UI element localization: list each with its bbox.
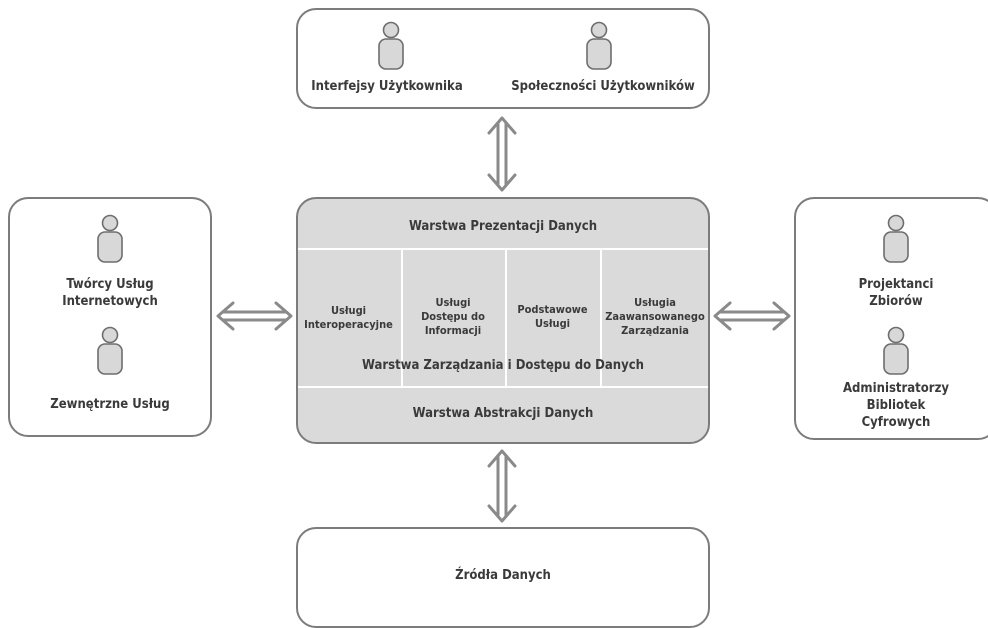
- person-icon-service-creators: [97, 214, 123, 263]
- divider-presentation: [298, 248, 708, 250]
- presentation-layer-label: Warstwa Prezentacji Danych: [408, 219, 598, 234]
- divider-abstraction: [298, 386, 708, 388]
- person-icon-library-administrators: [883, 326, 909, 375]
- management-layer-label: Warstwa Zarządzania i Dostępu do Danych: [362, 358, 644, 373]
- service-advanced-management-label: Usługia Zaawansowanego Zarządzania: [605, 296, 705, 337]
- person-icon-external-services: [97, 326, 123, 375]
- actor-label-collection-designers: Projektanci Zbiorów: [858, 277, 934, 309]
- person-icon-collection-designers: [883, 214, 909, 263]
- divider-col-1: [401, 250, 403, 386]
- service-interoperability-label: Usługi Interoperacyjne: [304, 304, 393, 331]
- abstraction-layer-label: Warstwa Abstrakcji Danych: [412, 406, 594, 421]
- actor-label-user-interfaces: Interfejsy Użytkownika: [311, 79, 463, 94]
- arrow-center-right: [713, 301, 791, 331]
- arrow-center-bottom: [487, 449, 517, 523]
- service-information-access-label: Usługi Dostępu do Informacji: [421, 296, 485, 337]
- center-box-layers: [296, 197, 710, 444]
- person-icon-user-interfaces: [378, 21, 404, 70]
- divider-col-3: [600, 250, 602, 386]
- person-icon-user-communities: [586, 21, 612, 70]
- actor-label-external-services: Zewnętrzne Usług: [50, 397, 170, 412]
- service-basic-label: Podstawowe Usługi: [517, 303, 588, 330]
- actor-label-service-creators: Twórcy Usług Internetowych: [62, 277, 158, 309]
- actor-label-library-administrators: Administratorzy Bibliotek Cyfrowych: [843, 381, 949, 430]
- actor-label-user-communities: Społeczności Użytkowników: [511, 79, 695, 94]
- divider-col-2: [505, 250, 507, 386]
- arrow-top-center: [487, 116, 517, 192]
- top-box-user-layer: [296, 8, 710, 109]
- diagram-graphics: [97, 21, 909, 523]
- data-sources-label: Źródła Danych: [455, 568, 551, 583]
- arrow-left-center: [216, 301, 293, 331]
